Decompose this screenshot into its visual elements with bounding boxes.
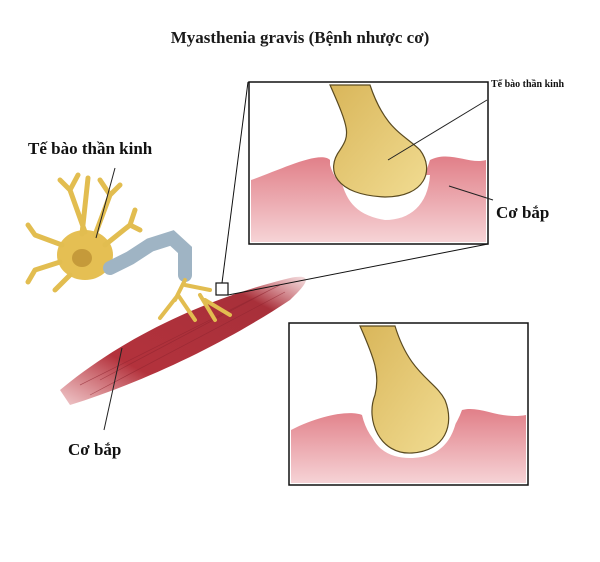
inset-muscle-label: Cơ bắp — [496, 203, 550, 222]
inset-neuron-label: Tế bào thần kinh — [491, 79, 565, 90]
inset-normal-junction — [248, 81, 494, 245]
muscle-label: Cơ bắp — [68, 440, 122, 459]
inset-myasthenia-junction — [288, 322, 529, 486]
diagram-title: Myasthenia gravis (Bệnh nhược cơ) — [170, 28, 430, 47]
muscle-illustration — [60, 276, 306, 405]
neuron-label: Tế bào thần kinh — [28, 139, 153, 158]
neuron-illustration — [25, 172, 232, 322]
magnify-marker — [215, 282, 229, 296]
